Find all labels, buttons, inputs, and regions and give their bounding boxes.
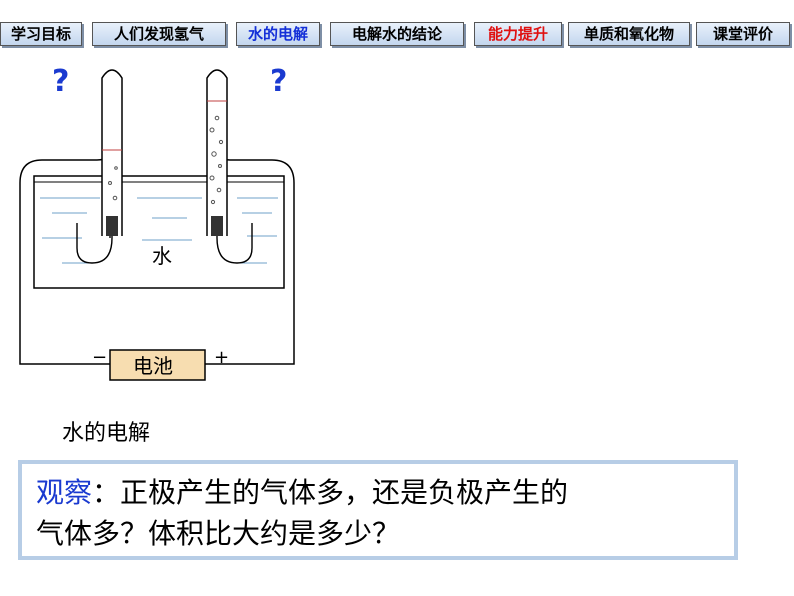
left-electrode (106, 216, 118, 236)
left-test-tube (101, 69, 123, 236)
diagram-caption: 水的电解 (62, 421, 151, 446)
question-mark-right: ? (270, 64, 288, 99)
tab-ability-improvement[interactable]: 能力提升 (474, 22, 562, 46)
question-mark-left: ? (52, 64, 70, 99)
observation-label: 观察 (36, 476, 93, 509)
electrolysis-apparatus-diagram: 水 电池 − + (19, 69, 295, 381)
observation-box: 观察：正极产生的气体多，还是负极产生的 气体多？体积比大约是多少？ (18, 460, 738, 560)
water-label: 水 (152, 244, 172, 268)
tab-discover-hydrogen[interactable]: 人们发现氢气 (92, 22, 226, 46)
tab-water-electrolysis[interactable]: 水的电解 (236, 22, 320, 46)
observation-question-part1: 正极产生的气体多，还是负极产生的 (120, 476, 569, 509)
water-tank (33, 175, 285, 289)
observation-colon: ： (92, 476, 121, 509)
battery-label: 电池 (133, 354, 173, 378)
tab-elements-oxides[interactable]: 单质和氧化物 (568, 22, 690, 46)
observation-line-2: 气体多？体积比大约是多少？ (36, 517, 401, 550)
right-test-tube (206, 69, 228, 236)
positive-terminal-sign: + (214, 347, 229, 368)
tab-electrolysis-conclusion[interactable]: 电解水的结论 (330, 22, 464, 46)
tab-class-evaluation[interactable]: 课堂评价 (696, 22, 790, 46)
battery (109, 349, 206, 381)
tab-learning-goals[interactable]: 学习目标 (0, 22, 82, 46)
right-electrode (211, 216, 223, 236)
observation-line-1: 观察：正极产生的气体多，还是负极产生的 (36, 472, 720, 513)
negative-terminal-sign: − (92, 347, 107, 368)
